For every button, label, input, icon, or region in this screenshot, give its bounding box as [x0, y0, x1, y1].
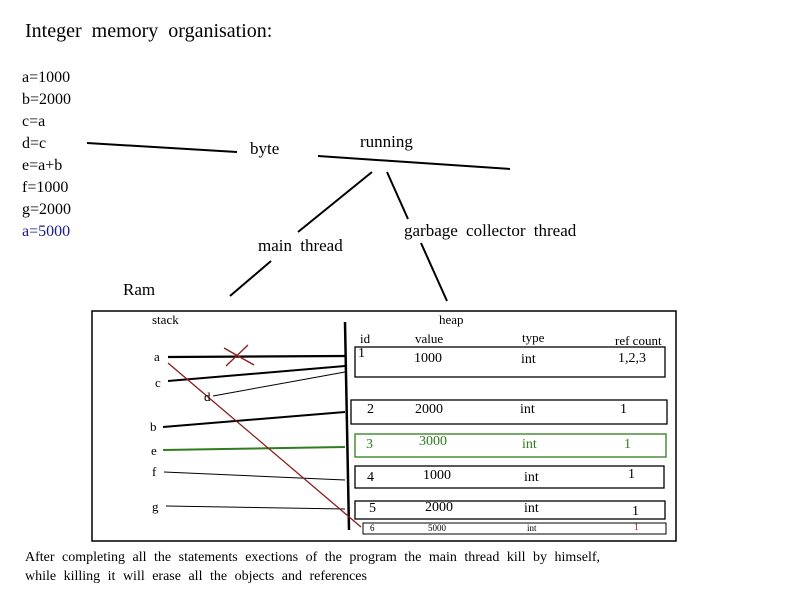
heap-row-4-box [354, 465, 665, 489]
col-value-header: value [415, 331, 444, 346]
obj-1-type: int [521, 352, 536, 367]
stack-var-f: f [152, 464, 157, 479]
obj-2-type: int [520, 402, 535, 417]
stack-var-d: d [204, 389, 211, 404]
stack-var-e: e [151, 443, 157, 458]
line-main-to-ram [229, 260, 272, 297]
heap-row-6-box [362, 522, 667, 535]
obj-2-id: 2 [367, 402, 374, 417]
footer-note: After completing all the statements exec… [25, 548, 600, 586]
col-type-header: type [522, 330, 545, 345]
obj-3-ref: 1 [624, 437, 631, 452]
obj-6-type: int [527, 523, 537, 533]
line-code-to-byte [86, 142, 238, 153]
stack-var-a: a [154, 349, 160, 364]
ref-f-to-4 [163, 471, 346, 481]
obj-3-id: 3 [366, 437, 373, 452]
obj-4-id: 4 [367, 470, 374, 485]
running-label: running [360, 132, 413, 151]
ram-label: Ram [123, 280, 156, 299]
obj-4-ref: 1 [628, 467, 635, 482]
obj-5-value: 2000 [425, 500, 453, 515]
footer-line-1: After completing all the statements exec… [25, 550, 601, 565]
obj-4-type: int [524, 470, 539, 485]
obj-1-ref: 1,2,3 [618, 351, 646, 366]
obj-3-type: int [522, 437, 537, 452]
heap-row-5-box [354, 500, 666, 520]
footer-line-2: while killing it will erase all the obje… [25, 569, 367, 584]
ram-box [91, 310, 677, 542]
ref-b-to-2 [162, 411, 346, 428]
stack-var-g: g [152, 499, 159, 514]
line-gc-to-heap [420, 242, 448, 302]
ref-g-to-5 [165, 505, 346, 510]
byte-label: byte [250, 139, 280, 158]
ref-c-to-1 [167, 365, 346, 382]
col-id-header: id [360, 331, 371, 346]
statement-6: f=1000 [22, 179, 69, 196]
stack-label: stack [152, 312, 179, 327]
statement-3: c=a [22, 113, 46, 130]
statement-7: g=2000 [22, 201, 72, 218]
obj-1-id: 1 [358, 346, 365, 361]
ref-a-to-1 [167, 354, 346, 359]
ref-d-to-1 [212, 371, 346, 397]
gc-thread-label: garbage collector thread [404, 221, 577, 240]
main-thread-label: main thread [258, 236, 343, 255]
heap-label: heap [439, 312, 464, 327]
stack-var-c: c [155, 375, 161, 390]
statement-2: b=2000 [22, 91, 72, 108]
obj-1-value: 1000 [414, 351, 442, 366]
heap-row-2-box [350, 399, 668, 425]
stack-heap-divider [343, 321, 351, 531]
ref-cross-1 [223, 347, 255, 366]
obj-5-type: int [524, 501, 539, 516]
stack-var-b: b [150, 419, 157, 434]
statement-4: d=c [22, 135, 47, 152]
obj-3-value: 3000 [419, 434, 447, 449]
line-running-to-main [297, 171, 373, 233]
obj-6-id: 6 [370, 523, 375, 533]
ref-a-to-6 [167, 362, 362, 528]
line-running-to-gc [386, 171, 409, 220]
obj-2-value: 2000 [415, 402, 443, 417]
obj-2-ref: 1 [620, 402, 627, 417]
col-ref-header: ref count [615, 333, 662, 348]
heap-row-1-box [354, 346, 666, 378]
obj-6-value: 5000 [428, 523, 446, 533]
statement-8: a=5000 [22, 223, 71, 240]
ref-cross-2 [225, 344, 249, 367]
ref-e-to-3 [162, 446, 346, 451]
obj-5-id: 5 [369, 501, 376, 516]
line-byte-to-running [317, 155, 511, 170]
obj-4-value: 1000 [423, 468, 451, 483]
statement-5: e=a+b [22, 157, 63, 174]
obj-5-ref: 1 [632, 504, 639, 519]
heap-row-3-box [354, 433, 667, 458]
obj-6-ref: 1 [634, 522, 639, 532]
page-title: Integer memory organisation: [25, 20, 273, 42]
statement-1: a=1000 [22, 69, 71, 86]
